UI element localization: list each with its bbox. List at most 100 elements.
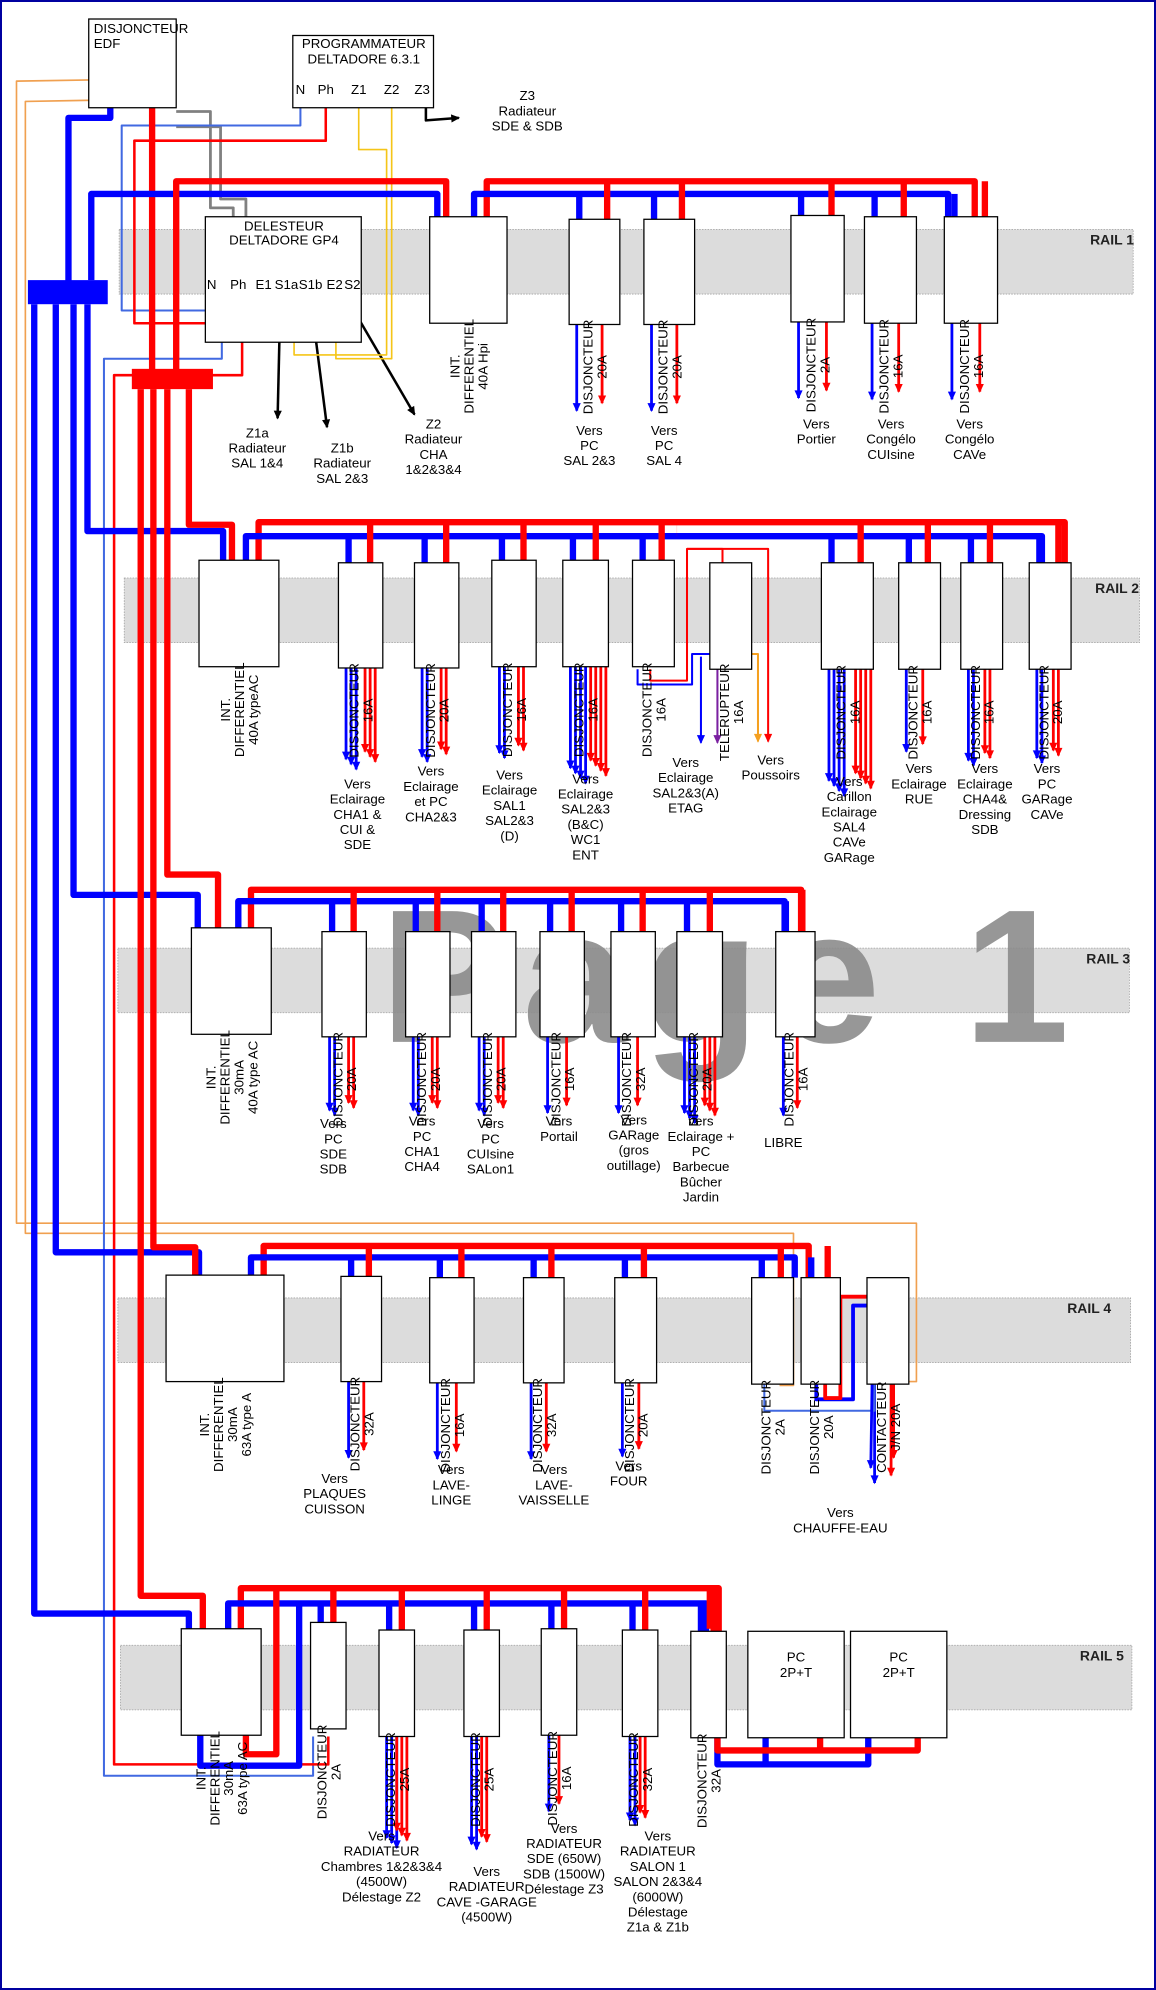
delesteur-box[interactable]	[204, 216, 362, 343]
destination-label-line: PC	[413, 1129, 432, 1144]
module-label-line: 16A	[795, 1067, 810, 1091]
disjoncteur-module[interactable]	[643, 218, 696, 326]
module-label-line: DISJONCTEUR	[414, 1032, 429, 1127]
arrowhead-icon	[423, 754, 432, 764]
int-module[interactable]	[165, 1274, 285, 1383]
destination-label-line: Vers	[827, 1505, 854, 1520]
disjoncteur-module[interactable]	[404, 930, 451, 1038]
arrowhead-icon	[392, 1822, 401, 1832]
disjoncteur-module[interactable]	[470, 930, 517, 1038]
module-label-line: 40A typeAC	[246, 674, 261, 745]
arrowhead-icon	[856, 770, 865, 780]
z2-zone-label-line: Radiateur	[405, 432, 463, 447]
disjoncteur-module[interactable]	[790, 214, 845, 323]
module-label: DISJONCTEUR32A	[619, 1032, 648, 1127]
pc-module[interactable]	[747, 1630, 845, 1739]
arrowhead-icon	[480, 1107, 489, 1117]
disjoncteur-module[interactable]	[429, 1277, 475, 1384]
disjoncteur-module[interactable]	[690, 1630, 727, 1739]
rail4-neutral-feed	[52, 304, 203, 1276]
module-label-line: DISJONCTEUR	[330, 1032, 345, 1127]
arrowhead-icon	[349, 1100, 358, 1110]
programmateur-terminal: Ph	[318, 82, 334, 97]
z1b-zone-label-line: Radiateur	[313, 456, 371, 471]
disjoncteur-module[interactable]	[614, 1277, 658, 1384]
int-module[interactable]	[180, 1628, 262, 1736]
arrowhead-icon	[685, 1110, 694, 1120]
disjoncteur-module[interactable]	[610, 930, 656, 1038]
arrowhead-icon	[918, 736, 927, 746]
int-module[interactable]	[429, 216, 508, 324]
destination-label-line: ETAG	[668, 800, 703, 815]
arrowhead-icon	[1054, 747, 1063, 757]
disjoncteur-module[interactable]	[863, 216, 918, 324]
chauffe-eau-neutral-out	[869, 1384, 874, 1468]
disjoncteur-module[interactable]	[378, 1629, 416, 1738]
disjoncteur-module[interactable]	[337, 562, 384, 669]
module-label: DISJONCTEUR16A	[640, 663, 669, 758]
int-module[interactable]	[198, 559, 280, 668]
disjoncteur-module[interactable]	[631, 559, 675, 668]
disjoncteur-module[interactable]	[1028, 562, 1072, 670]
destination-label-line: Chambres 1&2&3&4	[321, 1859, 442, 1874]
z2-pilot-wire	[351, 307, 416, 416]
module-label-line: 16A	[890, 354, 905, 378]
arrowhead-icon	[840, 788, 849, 798]
disjoncteur-module[interactable]	[960, 562, 1004, 670]
disjoncteur-module[interactable]	[562, 559, 610, 668]
destination-label-line: Vers	[651, 423, 678, 438]
destination-label-line: SAL4	[833, 819, 866, 834]
module-label: DISJONCTEUR20A	[423, 663, 452, 758]
disjoncteur-module[interactable]	[943, 216, 999, 324]
module-label: DISJONCTEUR32A	[695, 1734, 724, 1829]
module-label: DISJONCTEUR32A	[530, 1378, 559, 1473]
destination-label-line: PC	[1038, 776, 1057, 791]
destination-label-line: et PC	[414, 794, 448, 809]
destination-label-line: Barbecue	[672, 1159, 729, 1174]
disjoncteur-module[interactable]	[340, 1275, 383, 1383]
pc-module[interactable]	[849, 1630, 948, 1739]
module-label-line: DISJONCTEUR	[545, 1731, 560, 1826]
arrowhead-icon	[710, 1107, 719, 1117]
rail-label: RAIL 5	[1080, 1647, 1124, 1663]
rail-label: RAIL 2	[1095, 580, 1139, 596]
disjoncteur-module[interactable]	[321, 930, 367, 1038]
disjoncteur-module[interactable]	[820, 562, 874, 670]
int-module[interactable]	[190, 927, 272, 1035]
module-label-line: 20A	[428, 1067, 443, 1091]
delesteur-terminal: N	[207, 277, 217, 292]
arrowhead-icon	[866, 780, 875, 790]
programmateur-terminal: Z3	[414, 82, 430, 97]
disjoncteur-module[interactable]	[898, 562, 942, 670]
disjoncteur-module[interactable]	[775, 930, 816, 1038]
telerupteur-module[interactable]	[709, 562, 753, 670]
edf-breaker[interactable]	[88, 18, 177, 109]
programmateur-box[interactable]	[292, 34, 435, 109]
arrowhead-icon	[614, 1105, 623, 1115]
module-label: INT.DIFFERENTIEL30mA63A type A	[197, 1377, 254, 1472]
disjoncteur-module[interactable]	[676, 930, 724, 1038]
disjoncteur-module[interactable]	[491, 559, 537, 668]
z1a-zone-label-line: Z1a	[246, 425, 270, 440]
arrowhead-icon	[359, 1442, 368, 1452]
disjoncteur-module[interactable]	[463, 1629, 501, 1738]
destination-label-line: vers	[688, 1114, 713, 1129]
disjoncteur-module[interactable]	[568, 218, 621, 326]
disjoncteur-module[interactable]	[309, 1621, 347, 1730]
module-label-line: DISJONCTEUR	[581, 320, 596, 415]
disjoncteur-module[interactable]	[413, 562, 460, 669]
disjoncteur-module[interactable]	[522, 1277, 565, 1384]
disjoncteur-module[interactable]	[751, 1277, 795, 1385]
disjoncteur-module[interactable]	[800, 1277, 842, 1385]
disjoncteur-module[interactable]	[540, 1628, 578, 1736]
disjoncteur-module[interactable]	[539, 930, 585, 1038]
disjoncteur-module[interactable]	[621, 1629, 659, 1738]
module-label-line: DISJONCTEUR	[626, 1732, 641, 1827]
module-label-line: 30mA	[231, 1060, 246, 1095]
module-label: CONTACTEURJ/N 20A	[874, 1382, 903, 1473]
destination-label-line: Vers	[418, 764, 445, 779]
contacteur-module[interactable]	[866, 1277, 910, 1385]
